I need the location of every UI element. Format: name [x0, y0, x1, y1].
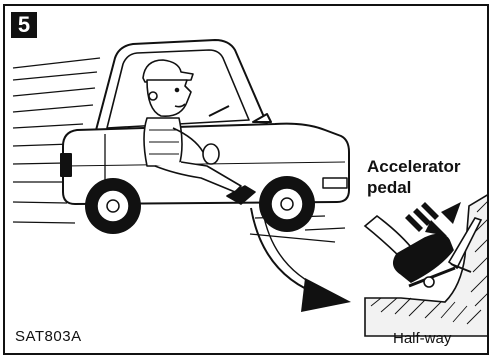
press-arrows-icon [405, 202, 461, 236]
pedal-position-label: Half-way [393, 330, 451, 347]
figure-frame: 5 [3, 4, 489, 355]
front-wheel [259, 176, 315, 232]
rear-wheel [85, 178, 141, 234]
pedal-detail-illustration [365, 194, 489, 336]
accelerator-label-line2: pedal [367, 177, 461, 198]
accelerator-label-line1: Accelerator [367, 156, 461, 177]
figure-code: SAT803A [15, 328, 82, 345]
accelerator-pedal-label: Accelerator pedal [367, 156, 461, 198]
